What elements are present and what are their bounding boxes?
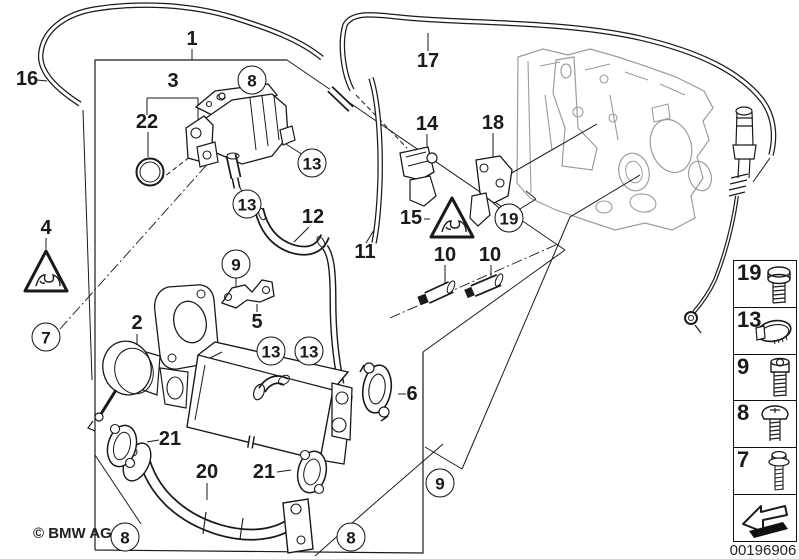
legend-direction-cell[interactable] <box>734 495 796 541</box>
callout-circled-13[interactable]: 13 <box>256 336 286 366</box>
callout-circled-13[interactable]: 13 <box>294 336 324 366</box>
callout-10[interactable]: 10 <box>478 244 502 266</box>
hex-flange-bolt-icon <box>767 266 791 304</box>
bracket-5 <box>220 279 275 309</box>
callout-circled-9[interactable]: 9 <box>221 249 251 279</box>
callout-21[interactable]: 21 <box>158 428 182 450</box>
leader-lines <box>36 33 771 557</box>
egr-valve-assembly <box>185 83 296 189</box>
document-number: 00196906 <box>729 542 797 559</box>
callout-circled-13[interactable]: 13 <box>232 189 262 219</box>
o-ring-22 <box>135 157 165 187</box>
legend-label: 19 <box>737 260 762 285</box>
callout-12[interactable]: 12 <box>301 206 325 228</box>
detail-box <box>94 59 424 554</box>
vacuum-actuator-2 <box>87 340 161 432</box>
callout-20[interactable]: 20 <box>195 461 219 483</box>
callout-circled-7[interactable]: 7 <box>31 322 61 352</box>
exhaust-pipe-20 <box>122 442 314 554</box>
callout-5[interactable]: 5 <box>251 311 263 333</box>
pan-head-screw-icon <box>761 405 789 442</box>
callout-18[interactable]: 18 <box>481 112 505 134</box>
engine-block <box>516 48 714 231</box>
callout-circled-13[interactable]: 13 <box>297 148 327 178</box>
bmw-copyright-watermark: © BMW AG <box>33 525 112 542</box>
egr-flange-plate <box>153 284 219 409</box>
stud-bolt-icon <box>768 451 790 491</box>
callout-2[interactable]: 2 <box>131 312 143 334</box>
callout-circled-9[interactable]: 9 <box>425 468 455 498</box>
tube-10-left <box>417 280 456 306</box>
callout-11[interactable]: 11 <box>354 241 376 263</box>
callout-1[interactable]: 1 <box>186 28 198 50</box>
warning-triangle-15 <box>429 196 475 239</box>
legend-label: 8 <box>737 400 750 426</box>
tube-10-right <box>464 273 504 299</box>
callout-14[interactable]: 14 <box>415 113 439 135</box>
hose-11 <box>368 77 383 244</box>
hose-16 <box>37 2 354 112</box>
callout-circled-8[interactable]: 8 <box>110 522 140 552</box>
callout-10[interactable]: 10 <box>433 244 457 266</box>
egr-pipe-to-cooler <box>322 244 345 385</box>
direction-arrow-icon <box>742 505 788 539</box>
callout-22[interactable]: 22 <box>135 111 159 133</box>
callout-3[interactable]: 3 <box>167 70 179 92</box>
callout-16[interactable]: 16 <box>15 68 39 90</box>
legend-item-13[interactable]: 13 <box>734 308 796 355</box>
legend-item-9[interactable]: 9 <box>734 355 796 402</box>
bracket-18 <box>469 155 513 227</box>
callout-4[interactable]: 4 <box>40 217 52 239</box>
callout-circled-8[interactable]: 8 <box>336 522 366 552</box>
legend-item-19[interactable]: 19 <box>734 261 796 308</box>
gasket-21-left <box>106 423 138 469</box>
callout-circled-8[interactable]: 8 <box>237 65 267 95</box>
hose-12 <box>254 207 330 256</box>
legend-label: 9 <box>737 353 750 379</box>
hose-clamp-icon <box>755 319 792 344</box>
legend-item-7[interactable]: 7 <box>734 447 796 496</box>
legend-item-8[interactable]: 8 <box>734 400 796 449</box>
callout-21[interactable]: 21 <box>252 461 276 483</box>
fastener-legend: 19 13 9 <box>733 260 797 542</box>
warning-triangle-4 <box>23 249 69 293</box>
exhaust-temperature-sensor <box>684 106 757 334</box>
cooler-outlet-flange <box>331 382 353 441</box>
gasket-6 <box>359 362 393 422</box>
hose-17 <box>339 12 777 156</box>
legend-label: 7 <box>737 447 750 473</box>
solenoid-valve-14 <box>399 146 438 207</box>
gasket-21-right <box>296 449 328 495</box>
legend-label: 13 <box>737 306 762 332</box>
callout-15[interactable]: 15 <box>399 207 423 229</box>
callout-17[interactable]: 17 <box>416 50 440 72</box>
cheese-head-screw-icon <box>770 357 790 397</box>
callout-6[interactable]: 6 <box>406 383 418 405</box>
callout-circled-19[interactable]: 19 <box>494 203 524 233</box>
